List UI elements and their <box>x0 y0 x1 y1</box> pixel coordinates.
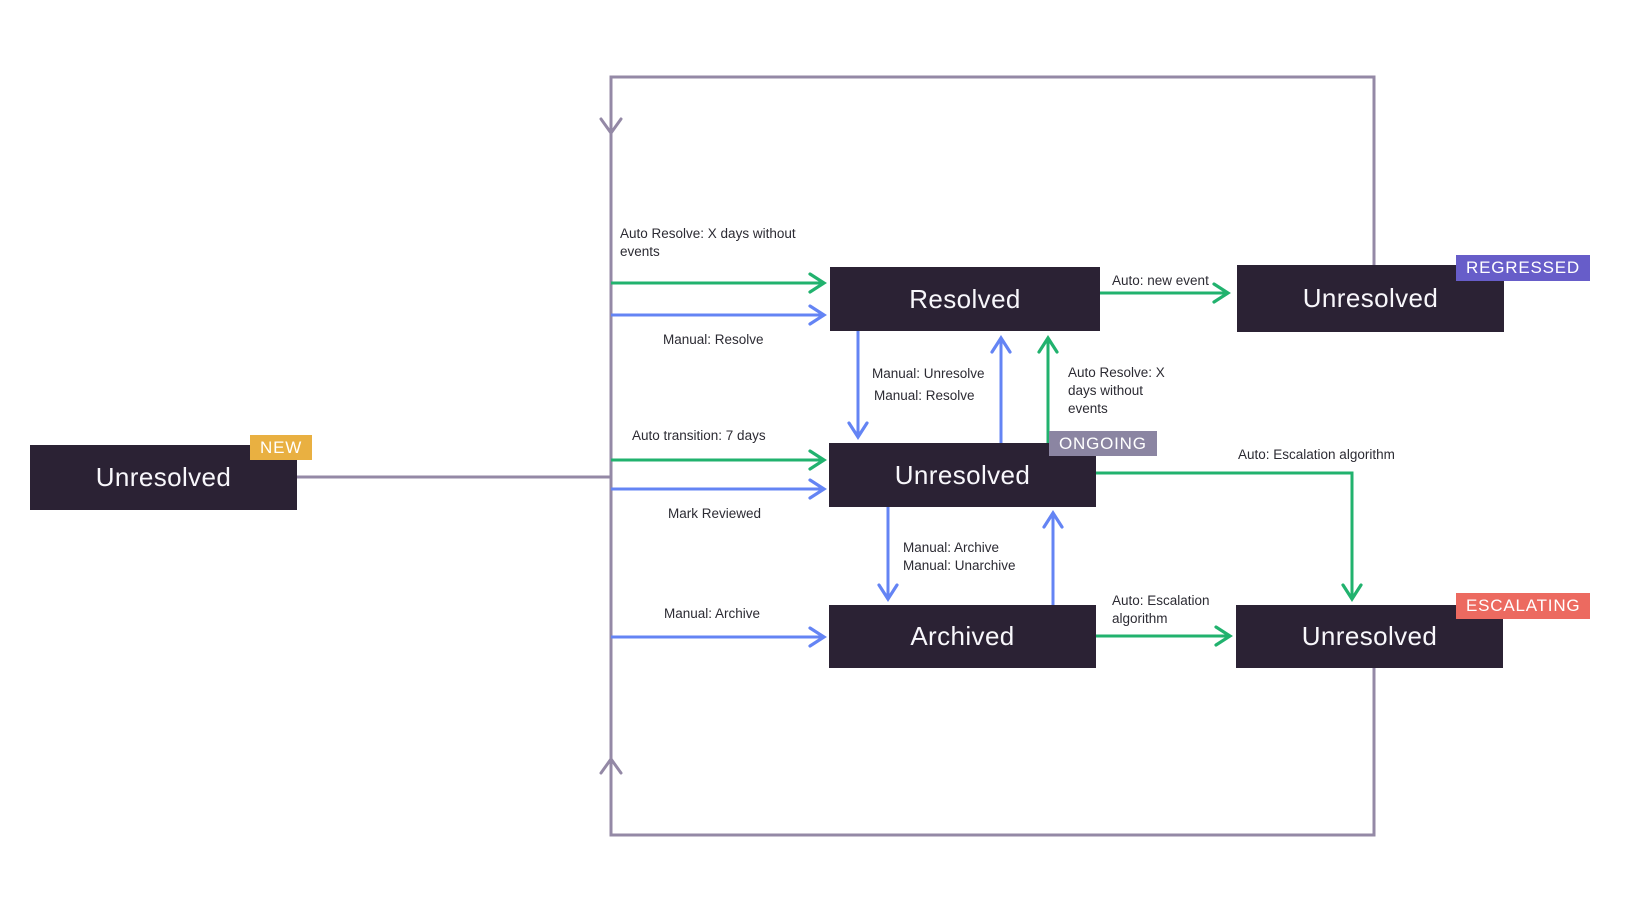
arrow-auto-escalation-from-ongoing <box>1096 471 1363 602</box>
loop-chevron-down-icon <box>599 117 623 136</box>
edge-label-auto-new-event: Auto: new event <box>1112 273 1209 288</box>
edge-label-auto-resolve-up: Auto Resolve: X days without events <box>1068 365 1165 416</box>
badge-ongoing: ONGOING <box>1049 431 1157 456</box>
loopback-wire <box>609 75 1376 837</box>
node-label: Unresolved <box>95 462 232 492</box>
edge-label-manual-resolve-up: Manual: Resolve <box>874 388 975 403</box>
edge-label-manual-unresolve: Manual: Unresolve <box>872 366 985 381</box>
node-resolved: Resolved <box>830 267 1100 331</box>
node-label: Unresolved <box>1301 621 1438 651</box>
edge-label-auto-resolve-to-resolved: Auto Resolve: X days without events <box>620 226 796 259</box>
edge-label-manual-archive-entry: Manual: Archive <box>664 606 761 621</box>
node-archived: Archived <box>829 605 1096 668</box>
node-label: Resolved <box>909 283 1021 314</box>
node-label: Archived <box>910 621 1015 651</box>
edge-label-auto-escalation-from-archived: Auto: Escalation algorithm <box>1112 593 1210 626</box>
badge-escalating: ESCALATING <box>1456 593 1591 619</box>
node-unresolved-new: Unresolved <box>30 445 297 510</box>
edge-label-auto-transition: Auto transition: 7 days <box>632 428 766 443</box>
edge-label-manual-archive: Manual: Archive <box>903 540 1000 555</box>
loop-chevron-up-icon <box>599 756 623 775</box>
node-label: Unresolved <box>894 459 1031 490</box>
node-label: Unresolved <box>1302 283 1439 313</box>
badge-regressed: REGRESSED <box>1456 255 1590 281</box>
edge-label-manual-unarchive: Manual: Unarchive <box>903 558 1016 573</box>
badge-new: NEW <box>250 435 313 460</box>
edge-label-manual-resolve-to-resolved: Manual: Resolve <box>663 332 764 347</box>
edge-label-auto-escalation-from-ongoing: Auto: Escalation algorithm <box>1238 447 1395 462</box>
edge-label-mark-reviewed: Mark Reviewed <box>668 506 762 521</box>
